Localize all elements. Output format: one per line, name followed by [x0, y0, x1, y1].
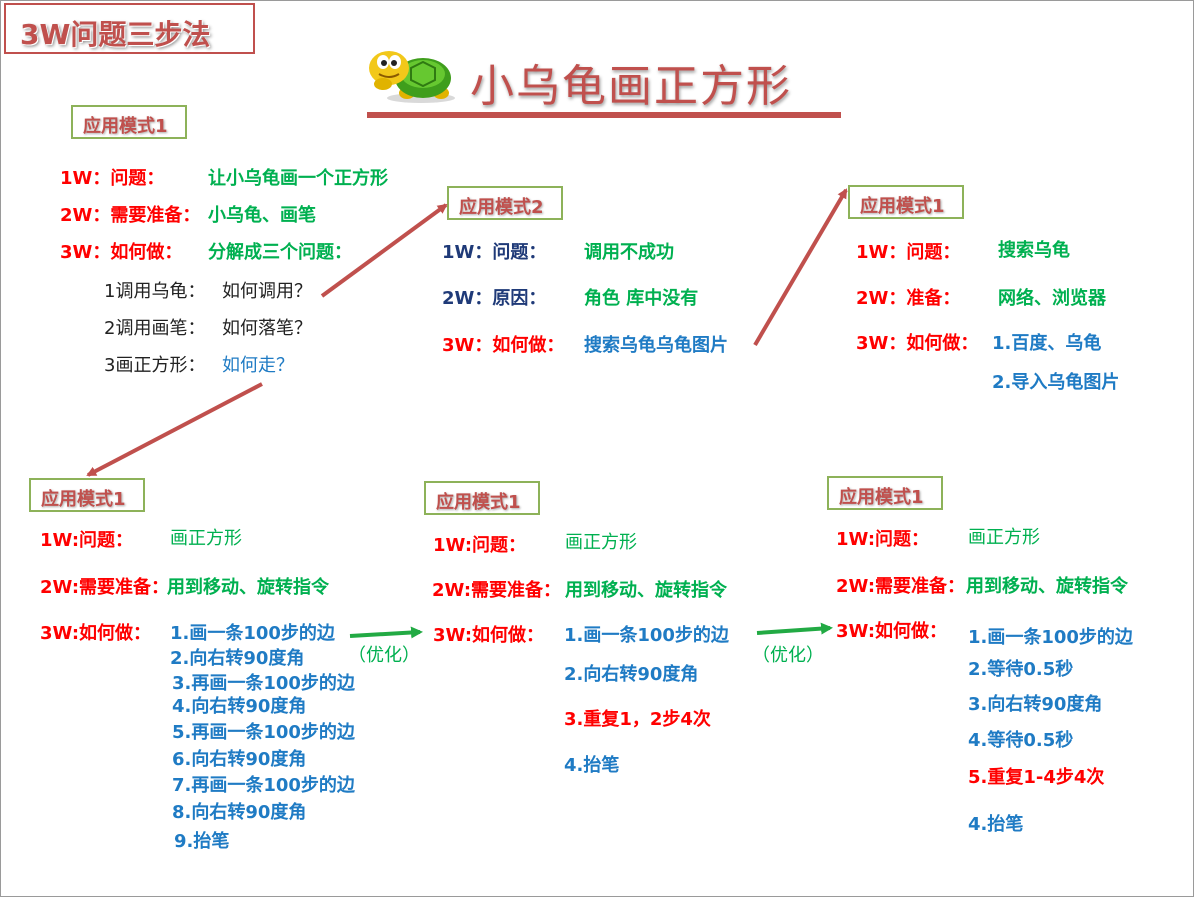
br-how-label: 3W:如何做：: [836, 621, 948, 642]
br-question-label: 1W:问题：: [836, 529, 930, 550]
bl-how-label: 3W:如何做：: [40, 623, 152, 644]
tag-bottom-left: 应用模式1: [29, 478, 145, 512]
tl-prep-label: 2W：需要准备：: [60, 205, 201, 226]
br-step-6: 4.抬笔: [968, 814, 1024, 835]
bl-step-5: 5.再画一条100步的边: [172, 722, 355, 743]
page-title: 小乌龟画正方形: [470, 61, 792, 112]
arrow-to-top-right: [753, 188, 848, 347]
tm-question-label: 1W：问题：: [442, 242, 547, 263]
br-question-value: 画正方形: [968, 527, 1040, 548]
tag-top-mid: 应用模式2: [447, 186, 563, 220]
tm-reason-label: 2W：原因：: [442, 288, 547, 309]
bm-how-label: 3W:如何做：: [433, 625, 545, 646]
tr-how-label: 3W：如何做：: [856, 333, 979, 354]
bm-question-label: 1W:问题：: [433, 535, 527, 556]
bl-step-9: 9.抬笔: [174, 831, 230, 852]
tm-how-value: 搜索乌龟乌龟图片: [584, 335, 728, 356]
bl-step-2: 2.向右转90度角: [170, 648, 305, 669]
tl-question-value: 让小乌龟画一个正方形: [208, 168, 388, 189]
tm-how-label: 3W：如何做：: [442, 335, 565, 356]
tl-sub-2-label: 2调用画笔：: [104, 318, 206, 339]
arrow-optimize-1: [349, 626, 423, 639]
arrow-optimize-2: [756, 622, 833, 635]
bl-prep-label: 2W:需要准备：: [40, 577, 170, 598]
br-step-1: 1.画一条100步的边: [968, 627, 1133, 648]
tl-sub-1-value: 如何调用？: [222, 281, 312, 302]
bm-step-2: 2.向右转90度角: [564, 664, 699, 685]
optimize-label-1: （优化）: [348, 645, 420, 666]
turtle-icon: [363, 38, 459, 104]
br-step-5: 5.重复1-4步4次: [968, 767, 1105, 788]
br-step-4: 4.等待0.5秒: [968, 730, 1074, 751]
bl-step-6: 6.向右转90度角: [172, 749, 307, 770]
title-underline: [367, 112, 841, 118]
bl-question-value: 画正方形: [170, 528, 242, 549]
tag-label: 应用模式1: [839, 487, 924, 508]
tag-label: 应用模式1: [860, 196, 945, 217]
bm-question-value: 画正方形: [565, 532, 637, 553]
bl-question-label: 1W:问题：: [40, 530, 134, 551]
tr-prep-label: 2W：准备：: [856, 288, 961, 309]
tl-question-label: 1W：问题：: [60, 168, 165, 189]
tr-step-1: 1.百度、乌龟: [992, 333, 1102, 354]
tl-sub-3-value: 如何走？: [222, 355, 294, 376]
bl-step-3: 3.再画一条100步的边: [172, 673, 355, 694]
tag-label: 应用模式2: [459, 197, 544, 218]
tr-question-value: 搜索乌龟: [998, 240, 1070, 261]
tm-question-value: 调用不成功: [584, 242, 674, 263]
optimize-label-2: （优化）: [752, 645, 824, 666]
br-step-2: 2.等待0.5秒: [968, 659, 1074, 680]
bm-step-3: 3.重复1，2步4次: [564, 709, 711, 730]
tag-top-left: 应用模式1: [71, 105, 187, 139]
br-prep-label: 2W:需要准备：: [836, 576, 966, 597]
tag-label: 应用模式1: [41, 489, 126, 510]
tl-prep-value: 小乌龟、画笔: [208, 205, 316, 226]
br-prep-value: 用到移动、旋转指令: [966, 576, 1128, 597]
bm-prep-value: 用到移动、旋转指令: [565, 580, 727, 601]
tl-how-label: 3W：如何做：: [60, 242, 183, 263]
bl-step-4: 4.向右转90度角: [172, 696, 307, 717]
tag-top-right: 应用模式1: [848, 185, 964, 219]
bm-step-1: 1.画一条100步的边: [564, 625, 729, 646]
arrow-to-mode2: [320, 203, 448, 298]
tag-label: 应用模式1: [83, 116, 168, 137]
bm-prep-label: 2W:需要准备：: [432, 580, 562, 601]
bl-step-8: 8.向右转90度角: [172, 802, 307, 823]
tl-sub-1-label: 1调用乌龟：: [104, 281, 206, 302]
br-step-3: 3.向右转90度角: [968, 694, 1103, 715]
bl-prep-value: 用到移动、旋转指令: [167, 577, 329, 598]
tl-how-value: 分解成三个问题：: [208, 242, 352, 263]
tr-prep-value: 网络、浏览器: [998, 288, 1106, 309]
method-badge-text: 3W问题三步法: [20, 18, 211, 51]
bl-step-1: 1.画一条100步的边: [170, 623, 335, 644]
tr-question-label: 1W：问题：: [856, 242, 961, 263]
tm-reason-value: 角色 库中没有: [584, 288, 699, 309]
tag-bottom-right: 应用模式1: [827, 476, 943, 510]
tl-sub-3-label: 3画正方形：: [104, 355, 206, 376]
tag-label: 应用模式1: [436, 492, 521, 513]
bm-step-4: 4.抬笔: [564, 755, 620, 776]
tr-step-2: 2.导入乌龟图片: [992, 372, 1120, 393]
bl-step-7: 7.再画一条100步的边: [172, 775, 355, 796]
method-badge: 3W问题三步法: [4, 3, 255, 54]
tag-bottom-mid: 应用模式1: [424, 481, 540, 515]
arrow-to-bottom-left: [86, 382, 263, 477]
tl-sub-2-value: 如何落笔？: [222, 318, 312, 339]
